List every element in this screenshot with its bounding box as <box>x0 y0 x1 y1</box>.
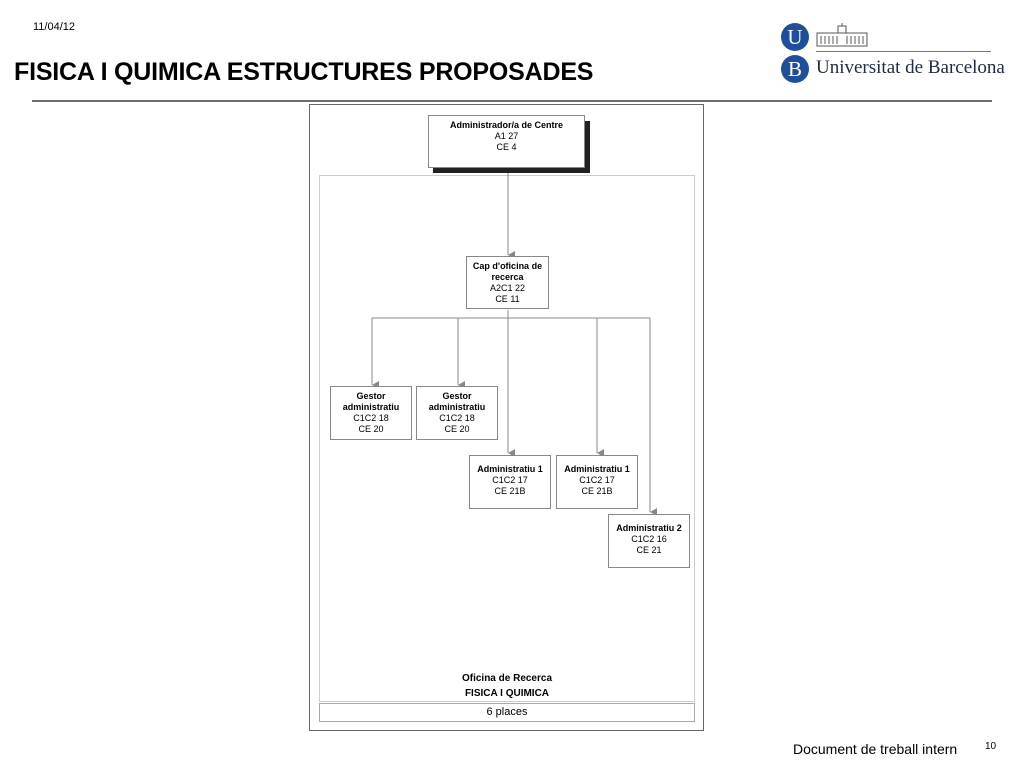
date-label: 11/04/12 <box>33 21 76 33</box>
node-administratiu-1b: Administratiu 1 C1C2 17 CE 21B <box>556 455 638 509</box>
node-cap-oficina: Cap d'oficina de recerca A2C1 22 CE 11 <box>466 256 549 309</box>
node-line: CE 20 <box>444 424 470 434</box>
node-title: recerca <box>491 272 524 282</box>
logo-b-icon: B <box>781 55 809 83</box>
node-line: C1C2 18 <box>353 413 389 423</box>
footer-text: Document de treball intern <box>793 741 958 757</box>
node-line: C1C2 17 <box>579 475 615 485</box>
node-line: CE 21 <box>636 545 662 555</box>
title-rule <box>32 100 992 102</box>
node-title: Administratiu 1 <box>564 464 630 474</box>
node-title: administratiu <box>342 402 400 412</box>
node-administratiu-1a: Administratiu 1 C1C2 17 CE 21B <box>469 455 551 509</box>
node-line: C1C2 18 <box>439 413 475 423</box>
department-subname: FISICA I QUIMICA <box>464 688 550 699</box>
node-line: A2C1 22 <box>489 283 526 293</box>
department-name: Oficina de Recerca <box>461 673 553 684</box>
node-line: C1C2 16 <box>631 534 667 544</box>
node-title: administratiu <box>428 402 486 412</box>
node-title: Gestor <box>356 391 386 401</box>
node-title: Gestor <box>442 391 472 401</box>
university-name: Universitat de Barcelona <box>816 57 1005 78</box>
department-label: Oficina de Recerca FISICA I QUIMICA <box>319 671 695 701</box>
logo-divider <box>816 51 991 52</box>
node-line: CE 21B <box>494 486 526 496</box>
logo-u-icon: U <box>781 23 809 51</box>
node-line: A1 27 <box>494 131 519 141</box>
page-number: 10 <box>985 741 997 752</box>
university-building-icon <box>816 23 868 47</box>
node-line: CE 21B <box>581 486 613 496</box>
node-title: Administratiu 2 <box>616 523 682 533</box>
node-gestor-administratiu-1: Gestor administratiu C1C2 18 CE 20 <box>330 386 412 440</box>
node-gestor-administratiu-2: Gestor administratiu C1C2 18 CE 20 <box>416 386 498 440</box>
node-line: CE 11 <box>495 294 520 304</box>
node-line: CE 4 <box>496 142 517 152</box>
page-title: FISICA I QUIMICA ESTRUCTURES PROPOSADES <box>14 58 594 86</box>
node-line: CE 20 <box>358 424 384 434</box>
places-count: 6 places <box>319 703 695 722</box>
node-title: Administrador/a de Centre <box>449 120 564 130</box>
node-line: C1C2 17 <box>492 475 528 485</box>
node-administratiu-2: Administratiu 2 C1C2 16 CE 21 <box>608 514 690 568</box>
node-administrador-centre: Administrador/a de Centre A1 27 CE 4 <box>428 115 585 168</box>
node-title: Administratiu 1 <box>477 464 543 474</box>
node-title: Cap d'oficina de <box>472 261 543 271</box>
department-container <box>319 175 695 702</box>
